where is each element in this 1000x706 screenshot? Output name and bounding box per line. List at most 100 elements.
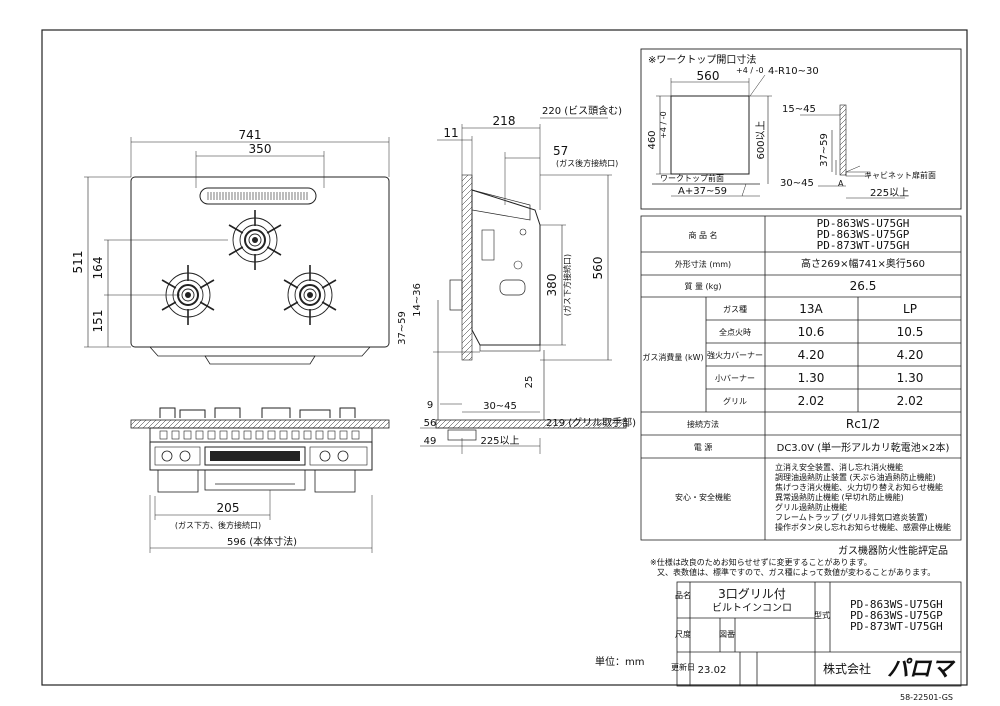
dim-219: 219 (グリル取手部) <box>546 416 636 429</box>
spec-row-a: 10.6 <box>798 325 825 339</box>
tb-drawing-label: 図番 <box>719 629 735 639</box>
spec-row-b: 1.30 <box>897 371 924 385</box>
dim-205: 205 <box>217 501 240 515</box>
spec-model-3: PD-873WT-U75GH <box>817 239 910 252</box>
cutout-600: 600以上 <box>755 120 767 159</box>
spec-mass-label: 質 量 (kg) <box>684 281 721 291</box>
front-top-view <box>84 137 390 365</box>
doc-number: 58-22501-GS <box>900 693 953 702</box>
tb-name-label: 品名 <box>675 590 691 600</box>
spec-gas-type-label: ガス種 <box>723 304 747 314</box>
certified-label: ガス機器防火性能評定品 <box>838 544 948 557</box>
spec-gas-rows: 全点火時 10.6 10.5 強火力バーナー 4.20 4.20 小バーナー 1… <box>707 325 923 408</box>
dim-220: 220 (ビス頭含む) <box>542 104 622 117</box>
dim-511: 511 <box>71 251 85 274</box>
spec-outer-label: 外形寸法 (mm) <box>675 259 731 269</box>
dim-25: 25 <box>524 376 535 389</box>
spec-connection-label: 接続方法 <box>687 419 719 429</box>
cutout-30-45: 30~45 <box>780 178 814 189</box>
cutout-15-45: 15~45 <box>782 104 816 115</box>
tb-model-1: PD-863WS-U75GH <box>850 598 943 611</box>
dim-9: 9 <box>427 400 433 411</box>
tb-model-2: PD-863WS-U75GP <box>850 609 943 622</box>
safety-item: 操作ボタン戻し忘れお知らせ機能、感震停止機能 <box>775 522 951 532</box>
spec-row-b: 2.02 <box>897 394 924 408</box>
dim-57: 57 <box>553 144 568 158</box>
tb-product-line-1: 3口グリル付 <box>718 587 786 601</box>
dim-596: 596 (本体寸法) <box>227 535 297 548</box>
note-line-2: 又、表数値は、標準ですので、ガス種によって数値が変わることがあります。 <box>657 567 935 577</box>
safety-item: フレームトラップ (グリル排気口遮炎装置) <box>775 512 928 522</box>
dim-49: 49 <box>424 436 437 447</box>
dim-225: 225以上 <box>480 435 519 447</box>
safety-item: 調理油過熱防止装置 (天ぷら油過熱防止機能) <box>775 472 936 482</box>
spec-row-a: 2.02 <box>798 394 825 408</box>
unit-label: 単位：mm <box>595 655 644 668</box>
tb-scale-label: 尺度 <box>675 629 691 639</box>
spec-row-label: グリル <box>723 396 747 406</box>
cutout-37-59: 37~59 <box>819 133 830 167</box>
cutout-panel <box>640 48 962 210</box>
dim-37-59: 37~59 <box>397 311 408 345</box>
cutout-a: A <box>838 179 844 188</box>
spec-model-1: PD-863WS-U75GH <box>817 217 910 230</box>
spec-gas-13a: 13A <box>799 302 823 316</box>
gas-back-note: (ガス後方接続口) <box>556 158 618 168</box>
tb-company: 株式会社 <box>823 661 871 676</box>
dim-560: 560 <box>591 257 605 280</box>
dim-350: 350 <box>249 142 272 156</box>
spec-outer-value: 高さ269×幅741×奥行560 <box>801 257 925 270</box>
grill-vent-slots <box>207 192 308 200</box>
spec-row-a: 1.30 <box>798 371 825 385</box>
front-elevation-view <box>130 407 390 553</box>
dim-30-45: 30~45 <box>483 401 517 412</box>
burner-right <box>283 265 337 325</box>
spec-row-label: 強火力バーナー <box>707 350 763 360</box>
cutout-front-label: ワークトップ前面 <box>660 173 724 183</box>
gas-down-note: (ガス下方接続口) <box>562 254 572 316</box>
spec-gas-lp: LP <box>903 302 917 316</box>
dim-14-36: 14~36 <box>412 283 423 317</box>
cutout-560-tol: +4 / -0 <box>736 66 764 75</box>
spec-row-b: 4.20 <box>897 348 924 362</box>
spec-power-value: DC3.0V (単一形アルカリ乾電池×2本) <box>777 441 950 454</box>
spec-row-label: 小バーナー <box>715 374 755 383</box>
safety-item: 立消え安全装置、消し忘れ消火機能 <box>775 462 903 472</box>
dim-56: 56 <box>424 418 437 429</box>
safety-item: 焦げつき消火機能、火力切り替えお知らせ機能 <box>775 482 943 492</box>
spec-row-a: 4.20 <box>798 348 825 362</box>
side-view <box>420 117 627 454</box>
spec-connection-value: Rc1/2 <box>846 417 880 431</box>
cutout-title: ※ワークトップ開口寸法 <box>648 53 756 66</box>
dim-218: 218 <box>493 114 516 128</box>
brand-logo: パロマ <box>887 657 956 682</box>
cutout-radius: 4-R10~30 <box>768 66 819 77</box>
cutout-cabinet-label: キャビネット扉前面 <box>864 170 936 180</box>
spec-product-label: 商 品 名 <box>688 230 717 240</box>
spec-mass-value: 26.5 <box>850 279 877 293</box>
burner-left <box>161 265 215 325</box>
spec-table <box>640 215 962 541</box>
spec-power-label: 電 源 <box>694 443 713 452</box>
dim-741: 741 <box>239 128 262 142</box>
spec-row-b: 10.5 <box>897 325 924 339</box>
title-block <box>676 581 962 687</box>
tb-model-label: 型式 <box>814 610 830 620</box>
safety-item: 異常過熱防止機能 (早切れ防止機能) <box>775 492 904 502</box>
tb-date-label: 更新日 <box>671 662 695 672</box>
note-line-1: ※仕様は改良のためお知らせせずに変更することがあります。 <box>650 557 872 567</box>
tb-product-line-2: ビルトインコンロ <box>712 602 792 614</box>
spec-model-2: PD-863WS-U75GP <box>817 228 910 241</box>
tb-model-3: PD-873WT-U75GH <box>850 620 943 633</box>
cutout-460: 460 <box>647 130 658 149</box>
spec-row-label: 全点火時 <box>719 327 751 337</box>
dim-164: 164 <box>91 257 105 280</box>
spec-safety-label: 安心・安全機能 <box>675 492 731 502</box>
gas-rear-note: (ガス下方、後方接続口) <box>175 520 261 530</box>
dim-11: 11 <box>443 126 458 140</box>
cutout-225: 225以上 <box>870 187 909 199</box>
cutout-460-tol: +4 / -0 <box>659 111 668 139</box>
sheet-border <box>41 29 968 686</box>
dim-380: 380 <box>545 274 559 297</box>
